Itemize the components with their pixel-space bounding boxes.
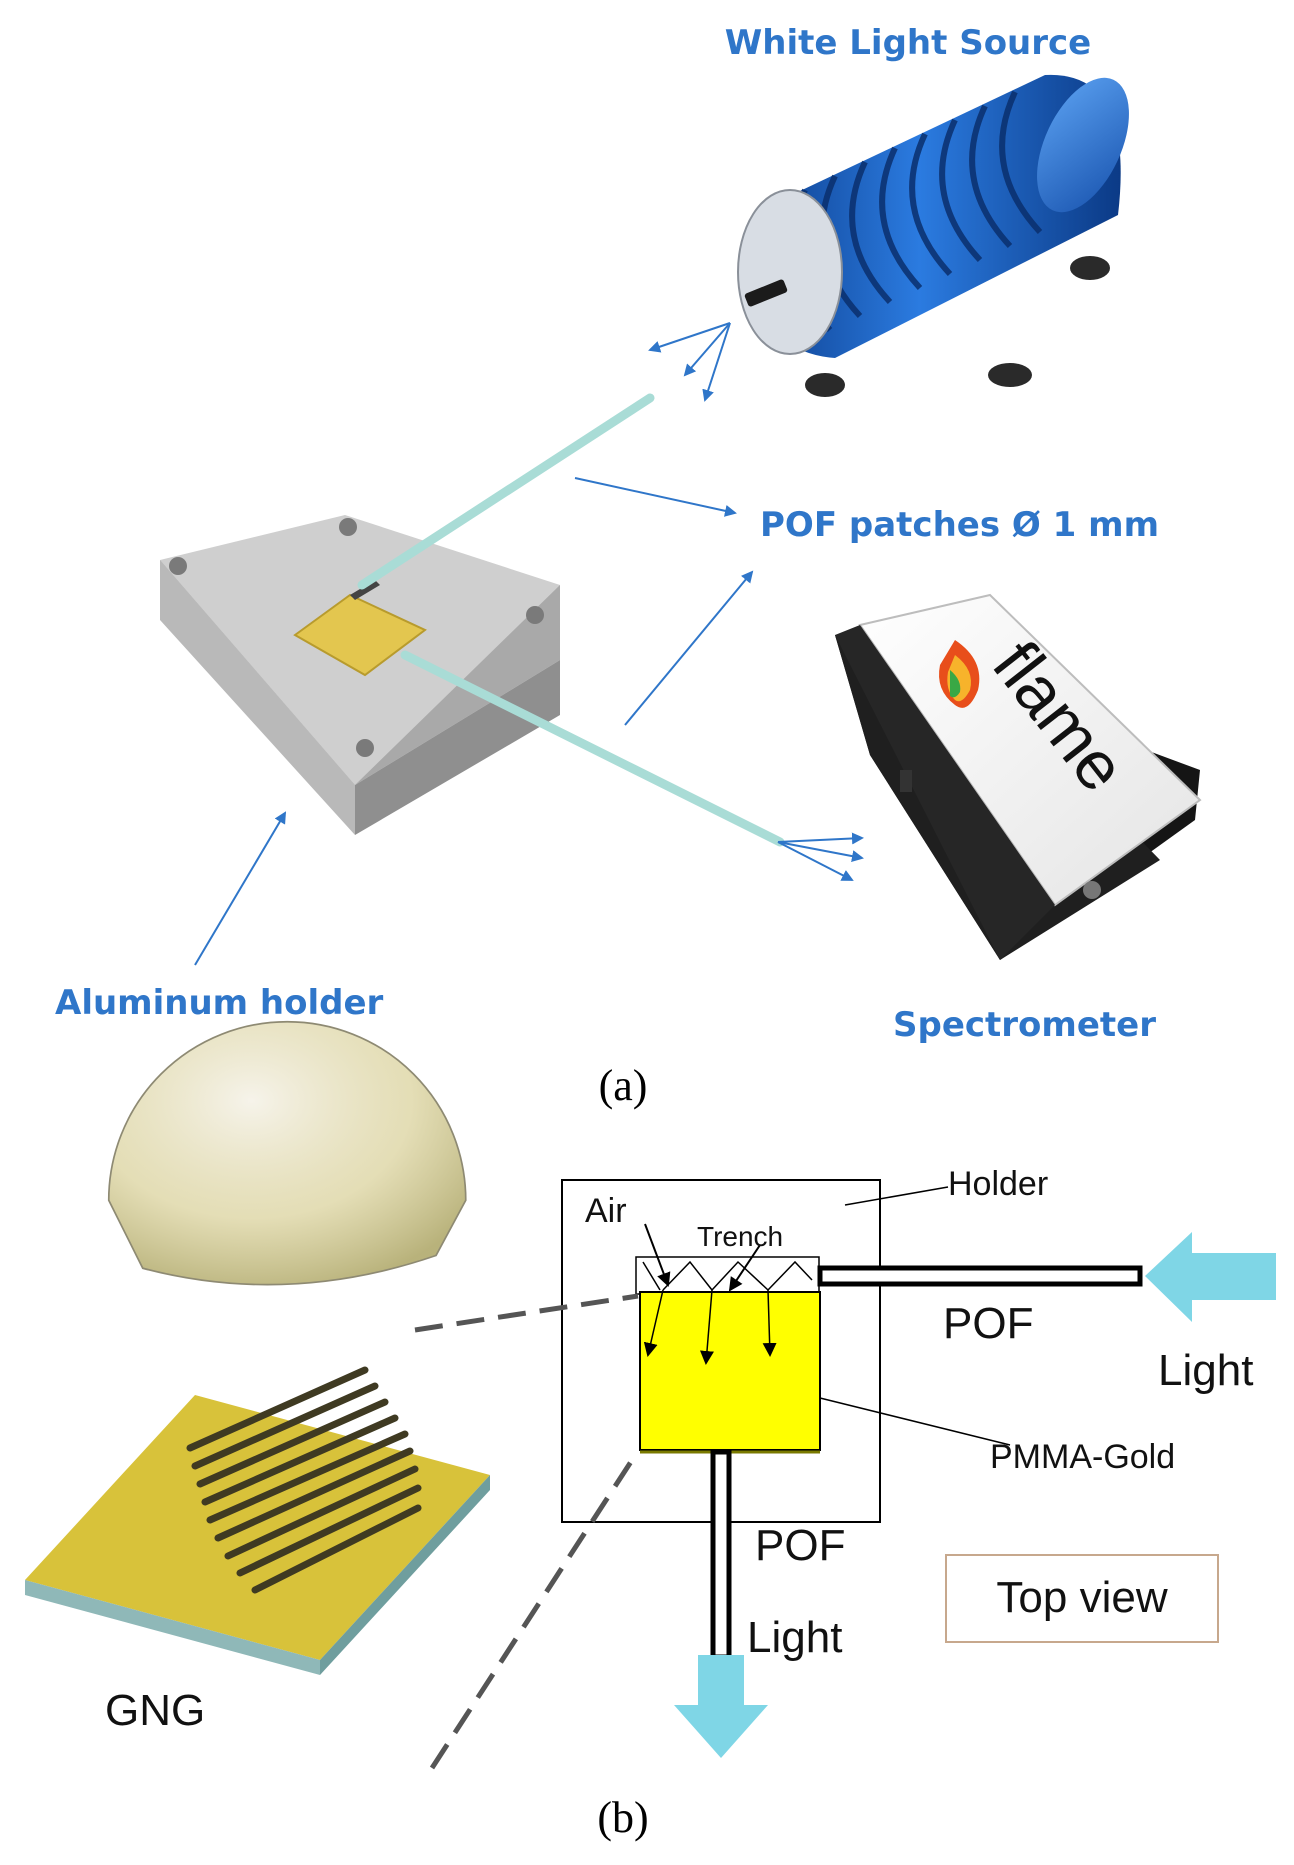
zoom-line-upper (414, 1293, 639, 1333)
label-pof-right: POF (943, 1299, 1033, 1348)
panel-a: flame (55, 23, 1202, 1110)
screw-hole (169, 557, 187, 575)
screw-hole (356, 739, 374, 757)
spectrometer-device: flame (835, 593, 1202, 960)
caption-a: (a) (599, 1061, 648, 1110)
pof-pointer-arrow-lower (624, 570, 754, 726)
holder-leader-line (844, 1186, 949, 1206)
holder-pointer-arrow (194, 811, 287, 966)
zoom-line-lower (429, 1452, 639, 1770)
label-pof-bottom: POF (755, 1521, 845, 1570)
screw-hole (339, 518, 357, 536)
trench-pointer-arrow (728, 1244, 761, 1292)
flame-logo-icon (939, 640, 980, 708)
label-pmma-gold: PMMA-Gold (990, 1438, 1175, 1476)
label-air: Air (585, 1192, 627, 1230)
ray-paths (642, 1260, 813, 1365)
label-white-light-source: White Light Source (725, 23, 1092, 63)
white-light-source-device (737, 74, 1129, 397)
top-view-box (945, 1554, 1219, 1643)
light-arrow-down-icon (674, 1655, 768, 1758)
light-arrow-right-icon (1145, 1232, 1276, 1322)
fiber-connector (744, 279, 788, 307)
pof-fiber-output (400, 650, 785, 847)
label-light-right: Light (1158, 1346, 1253, 1395)
pmma-gold-layer (639, 1291, 821, 1451)
label-trench: Trench (697, 1221, 783, 1252)
label-holder: Holder (948, 1165, 1048, 1203)
caption-b: (b) (597, 1793, 648, 1842)
label-spectrometer: Spectrometer (893, 1005, 1156, 1045)
air-pointer-arrow (644, 1223, 671, 1287)
aluminum-holder-device (160, 515, 560, 835)
pof-fiber-right (817, 1265, 1143, 1287)
label-top-view: Top view (996, 1573, 1167, 1622)
pof-pointer-arrow-upper (574, 477, 737, 517)
panel-b: Holder Air Trench POF Light PMMA-Gold PO… (25, 1020, 1276, 1842)
label-light-bottom: Light (747, 1613, 842, 1662)
light-fan-source (648, 322, 731, 402)
light-fan-spectrometer (777, 832, 864, 881)
pof-fiber-bottom (710, 1449, 732, 1660)
gold-sensor-chip (293, 593, 427, 677)
label-gng: GNG (105, 1686, 205, 1735)
label-pof-patches: POF patches Ø 1 mm (760, 505, 1159, 545)
pof-fiber-input (357, 393, 655, 590)
screw-hole (526, 606, 544, 624)
label-aluminum-holder: Aluminum holder (55, 983, 384, 1023)
pmma-gold-leader-line (819, 1397, 1011, 1446)
gng-chip-illustration (25, 1020, 490, 1675)
grating-lines (186, 1366, 422, 1594)
